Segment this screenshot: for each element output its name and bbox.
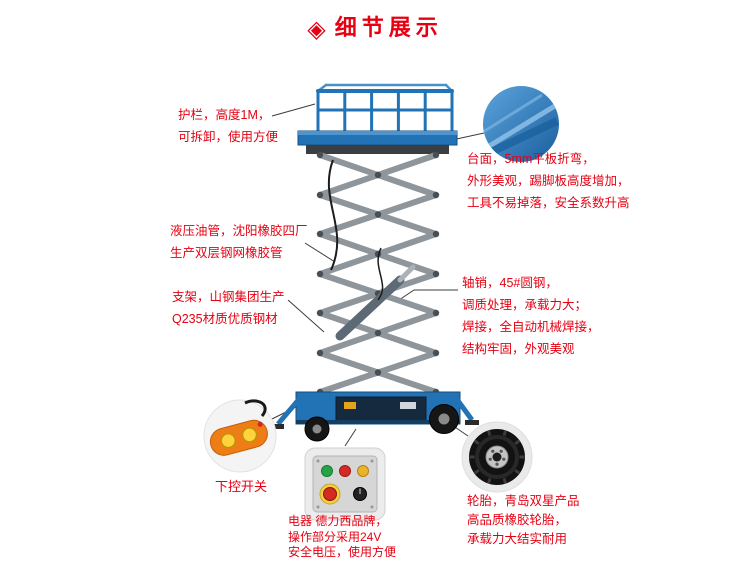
note-line: 下控开关 xyxy=(215,479,268,494)
note-electrical: 电器 德力西品牌， 操作部分采用24V 安全电压，使用方便 xyxy=(288,514,396,561)
chassis-base xyxy=(270,391,479,429)
note-line: 调质处理，承载力大； xyxy=(462,298,588,312)
callout-line-axle xyxy=(395,289,458,303)
note-line: 高品质橡胶轮胎， xyxy=(467,513,568,527)
note-lower-control: 下控开关 xyxy=(215,476,267,498)
callout-line-panel xyxy=(344,428,357,447)
note-line: 电器 德力西品牌， xyxy=(288,514,388,528)
note-line: 护栏，高度1M， xyxy=(178,108,271,122)
platform-deck xyxy=(297,130,458,154)
note-line: 轮胎，青岛双星产品 xyxy=(467,494,580,508)
note-line: 生产双层钢网橡胶管 xyxy=(170,246,283,260)
hydraulic-cylinder xyxy=(335,264,416,341)
callout-line-guardrail xyxy=(271,103,316,117)
note-line: 可拆卸，使用方便 xyxy=(178,130,279,144)
note-line: 支架，山钢集团生产 xyxy=(172,290,285,304)
note-line: 外形美观，踢脚板高度增加， xyxy=(467,174,630,188)
note-line: 承载力大结实耐用 xyxy=(467,532,568,546)
page-title: 细节展示 xyxy=(334,15,443,40)
note-line: 液压油管，沈阳橡胶四厂 xyxy=(170,224,308,238)
note-line: 安全电压，使用方便 xyxy=(288,545,397,559)
note-platform: 台面，5mm平板折弯， 外形美观，踢脚板高度增加， 工具不易掉落，安全系数升高 xyxy=(467,148,630,214)
tire-photo xyxy=(461,421,533,493)
note-line: 焊接，全自动机械焊接， xyxy=(462,320,600,334)
guardrail xyxy=(316,83,454,135)
note-line: 结构牢固，外观美观 xyxy=(462,342,575,356)
note-line: 工具不易掉落，安全系数升高 xyxy=(467,196,630,210)
note-line: 轴销，45#圆钢， xyxy=(462,276,558,290)
page-header: ◈ 细节展示 xyxy=(0,10,750,44)
note-axle: 轴销，45#圆钢， 调质处理，承载力大； 焊接，全自动机械焊接， 结构牢固，外观… xyxy=(462,272,600,360)
scissor-lift xyxy=(270,83,479,442)
callout-line-hydraulic xyxy=(304,242,336,263)
note-guardrail: 护栏，高度1M， 可拆卸，使用方便 xyxy=(178,104,278,148)
wheel-right xyxy=(429,404,459,434)
note-line: 台面，5mm平板折弯， xyxy=(467,152,595,166)
platform-detail-photo xyxy=(483,86,559,162)
note-line: Q235材质优质钢材 xyxy=(172,312,278,326)
scissor-arms xyxy=(317,152,439,395)
note-support: 支架，山钢集团生产 Q235材质优质钢材 xyxy=(172,286,285,330)
control-panel-photo xyxy=(304,447,386,521)
note-tire: 轮胎，青岛双星产品 高品质橡胶轮胎， 承载力大结实耐用 xyxy=(467,492,580,549)
hydraulic-hose xyxy=(327,159,384,301)
note-hydraulic: 液压油管，沈阳橡胶四厂 生产双层钢网橡胶管 xyxy=(170,220,308,264)
remote-control-photo xyxy=(203,399,277,473)
diamond-icon: ◈ xyxy=(307,16,326,43)
wheel-left xyxy=(304,416,330,442)
callout-line-support xyxy=(287,299,325,333)
note-line: 操作部分采用24V xyxy=(288,529,382,544)
